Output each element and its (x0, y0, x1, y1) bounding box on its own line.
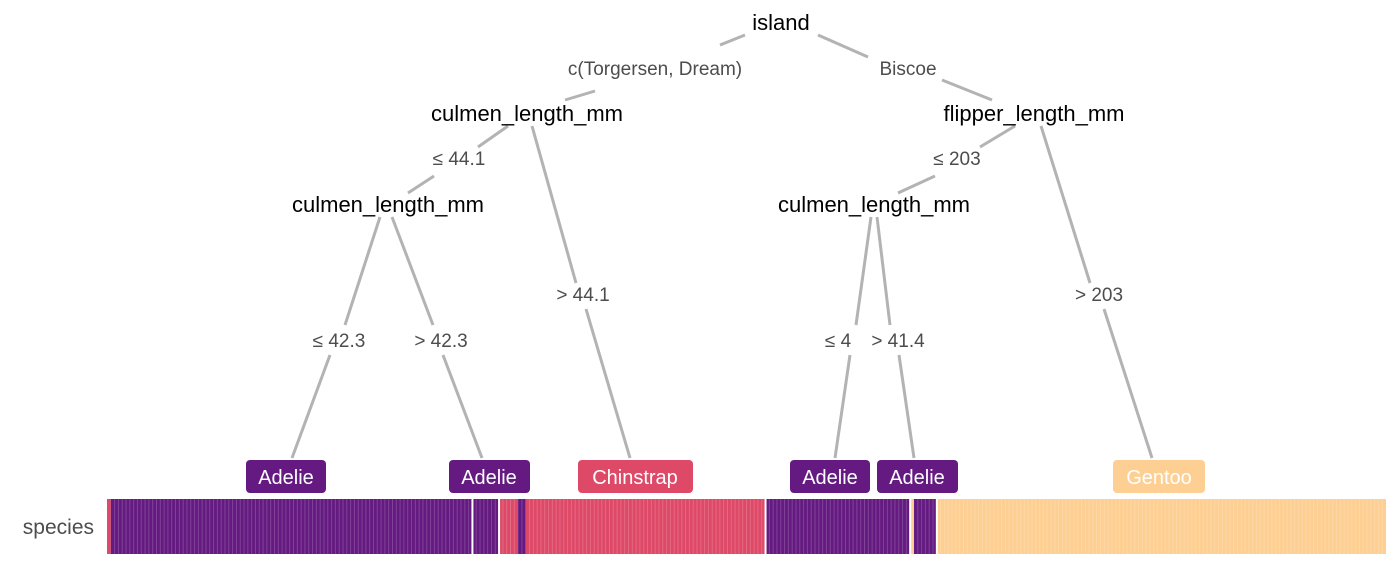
leaf-gentoo-label: Gentoo (1126, 467, 1192, 489)
leaf-adelie-4-box (877, 460, 958, 493)
leaf-adelie-1-label: Adelie (258, 467, 314, 489)
node-root: island (752, 10, 809, 35)
edge-root-left-a (719, 33, 746, 47)
edge-cl2-le-b (290, 354, 332, 459)
edge-cr2-gt-a (875, 216, 892, 326)
edge-root-left-b (564, 89, 596, 102)
leaf-adelie-2: Adelie (449, 460, 530, 493)
leaf-adelie-1: Adelie (246, 460, 326, 493)
edge-fl-le-b (897, 174, 936, 195)
edge-cl2-gt-b (441, 354, 484, 459)
edge-label-cl2-gt: > 42.3 (414, 331, 467, 352)
edge-fl-le-a (979, 124, 1016, 149)
leaf-adelie-4-label: Adelie (889, 467, 945, 489)
edge-label-fl-le: ≤ 203 (933, 149, 980, 170)
leaf-adelie-1-box (246, 460, 326, 493)
leaf-adelie-2-box (449, 460, 530, 493)
species-segment-chinstrap-5 (525, 499, 766, 554)
leaf-adelie-3-label: Adelie (802, 467, 858, 489)
edge-fl-gt-b (1102, 308, 1154, 459)
edge-label-cl-gt: > 44.1 (556, 285, 609, 306)
edge-label-root-right: Biscoe (879, 59, 936, 80)
edge-root-right-b (941, 78, 993, 102)
edge-cl-gt-a (530, 125, 578, 284)
edge-label-cr2-gt: > 41.4 (871, 331, 925, 352)
species-axis-label: species (23, 516, 94, 539)
leaf-gentoo-box (1113, 460, 1205, 493)
leaf-chinstrap-label: Chinstrap (592, 467, 678, 489)
edge-cr2-gt-b (897, 354, 916, 459)
leaf-adelie-3-box (790, 460, 870, 493)
species-segment-adelie-8 (913, 499, 937, 554)
node-culmen-length-left: culmen_length_mm (292, 192, 484, 217)
species-segment-adelie-2 (472, 499, 500, 554)
edge-label-cr2-le: ≤ 4 (825, 331, 852, 352)
species-segment-adelie-4 (518, 499, 526, 554)
leaf-chinstrap-box (578, 460, 693, 493)
edge-root-right-a (817, 33, 869, 59)
node-flipper-length: flipper_length_mm (944, 101, 1125, 126)
edge-cr2-le-b (833, 354, 852, 459)
species-segment-gentoo-7 (910, 499, 914, 554)
edge-label-cl-le: ≤ 44.1 (433, 149, 486, 170)
leaf-chinstrap: Chinstrap (578, 460, 693, 493)
leaf-gentoo: Gentoo (1113, 460, 1205, 493)
node-culmen-length-right: culmen_length_mm (778, 192, 970, 217)
species-segment-chinstrap-3 (499, 499, 519, 554)
species-segment-adelie-6 (765, 499, 911, 554)
edge-cl-le-b (407, 174, 435, 195)
tree-edges (290, 33, 1154, 459)
node-culmen-length: culmen_length_mm (431, 101, 623, 126)
edge-label-cl2-le: ≤ 42.3 (313, 331, 366, 352)
edge-cl2-gt-a (390, 216, 435, 326)
leaf-adelie-4: Adelie (877, 460, 958, 493)
leaf-adelie-3: Adelie (790, 460, 870, 493)
edge-label-fl-gt: > 203 (1075, 285, 1123, 306)
edge-cl-le-a (477, 124, 509, 149)
edge-cl-gt-b (584, 308, 632, 459)
species-segment-adelie-1 (110, 499, 473, 554)
species-segment-gentoo-9 (936, 499, 1386, 554)
edge-cr2-le-a (854, 216, 873, 326)
leaf-adelie-2-label: Adelie (461, 467, 517, 489)
species-segment-chinstrap-0 (107, 499, 111, 554)
species-bar (107, 499, 1386, 554)
edge-label-root-left: c(Torgersen, Dream) (568, 59, 742, 80)
edge-cl2-le-a (343, 216, 382, 326)
edge-fl-gt-a (1039, 125, 1092, 284)
